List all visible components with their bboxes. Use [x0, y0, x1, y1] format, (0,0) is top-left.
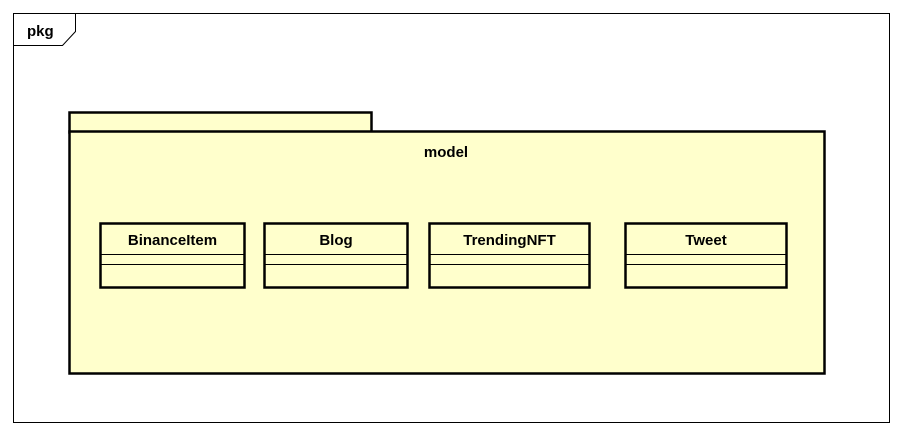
package-name: model	[424, 144, 468, 161]
package-tab	[68, 111, 373, 134]
class-binanceitem[interactable]: BinanceItem	[99, 222, 246, 289]
class-tweet[interactable]: Tweet	[624, 222, 788, 289]
class-name: BinanceItem	[128, 232, 217, 249]
class-box	[263, 222, 409, 289]
frame-label-box	[13, 13, 76, 46]
class-trendingnft[interactable]: TrendingNFT	[428, 222, 591, 289]
class-box	[428, 222, 591, 289]
class-box	[99, 222, 246, 289]
class-name: TrendingNFT	[463, 232, 556, 249]
frame-label: pkg	[27, 23, 54, 40]
class-blog[interactable]: Blog	[263, 222, 409, 289]
class-name: Blog	[319, 232, 352, 249]
class-box	[624, 222, 788, 289]
class-name: Tweet	[685, 232, 726, 249]
